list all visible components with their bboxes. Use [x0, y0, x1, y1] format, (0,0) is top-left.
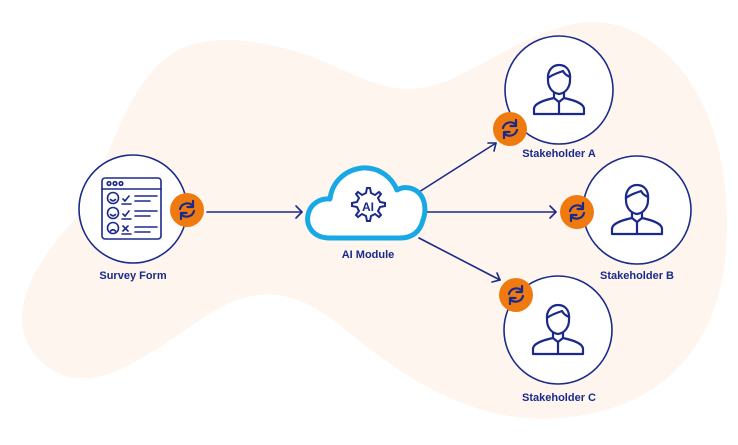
sync-icon [491, 110, 529, 148]
survey-form-icon [101, 177, 162, 240]
ai-module-label: AI Module [341, 249, 395, 261]
edge-ai-to-stakeholder-c [418, 237, 501, 283]
edge-ai-to-stakeholder-b [426, 205, 557, 219]
survey-form-label: Survey Form [99, 270, 167, 282]
stakeholder-a-label: Stakeholder A [522, 148, 596, 160]
stakeholder-b-node[interactable] [558, 155, 692, 265]
sync-icon [168, 191, 206, 229]
survey-form-node[interactable] [78, 154, 206, 264]
gear-icon [351, 187, 386, 222]
stakeholder-c-label: Stakeholder C [522, 392, 596, 404]
stakeholder-b-label: Stakeholder B [600, 270, 674, 282]
sync-icon [497, 276, 535, 314]
stakeholder-a-node[interactable] [491, 35, 614, 148]
ai-module-node[interactable]: AI [305, 165, 428, 241]
cloud-icon [305, 165, 428, 241]
stakeholder-c-node[interactable] [497, 275, 613, 385]
edge-survey-to-ai [206, 205, 303, 219]
sync-icon [558, 193, 596, 231]
gear-label: AI [362, 200, 374, 214]
edge-ai-to-stakeholder-a [418, 142, 497, 193]
